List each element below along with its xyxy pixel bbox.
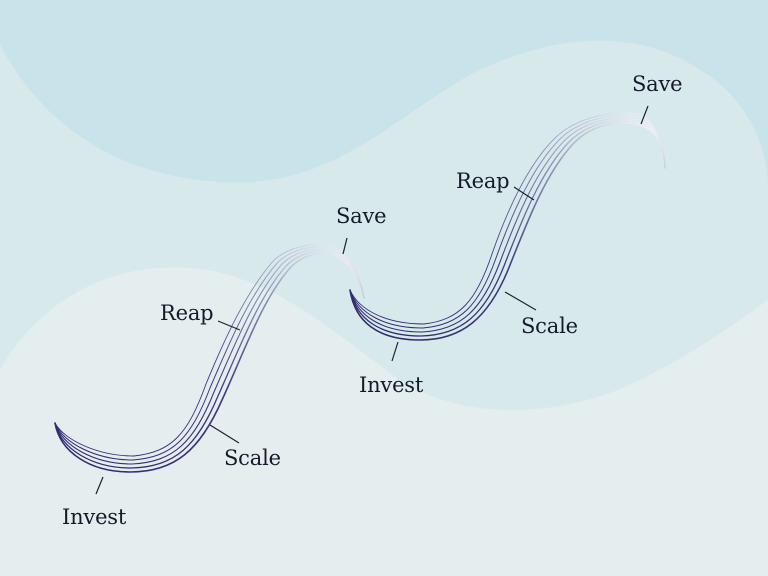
leader-lines — [95, 105, 649, 495]
label-scale-cycle-1: Scale — [224, 446, 281, 470]
background-wave-top — [0, 0, 768, 190]
background-wave-bottom — [0, 267, 768, 576]
label-scale-cycle-2: Scale — [521, 314, 578, 338]
leader-invest-1 — [95, 476, 104, 495]
label-reap-cycle-2: Reap — [456, 169, 510, 193]
growth-curve-right — [349, 112, 666, 341]
label-invest-cycle-1: Invest — [62, 505, 127, 529]
leader-scale-1 — [209, 424, 240, 444]
label-reap-cycle-1: Reap — [160, 301, 214, 325]
label-save-cycle-2: Save — [632, 72, 683, 96]
leader-reap-2 — [513, 186, 535, 201]
leader-invest-2 — [391, 341, 399, 362]
leader-reap-1 — [217, 320, 241, 331]
label-invest-cycle-2: Invest — [359, 373, 424, 397]
leader-scale-2 — [504, 291, 537, 311]
leader-save-1 — [342, 237, 348, 255]
label-save-cycle-1: Save — [336, 204, 387, 228]
leader-save-2 — [640, 105, 649, 125]
growth-curve-left — [54, 244, 365, 473]
